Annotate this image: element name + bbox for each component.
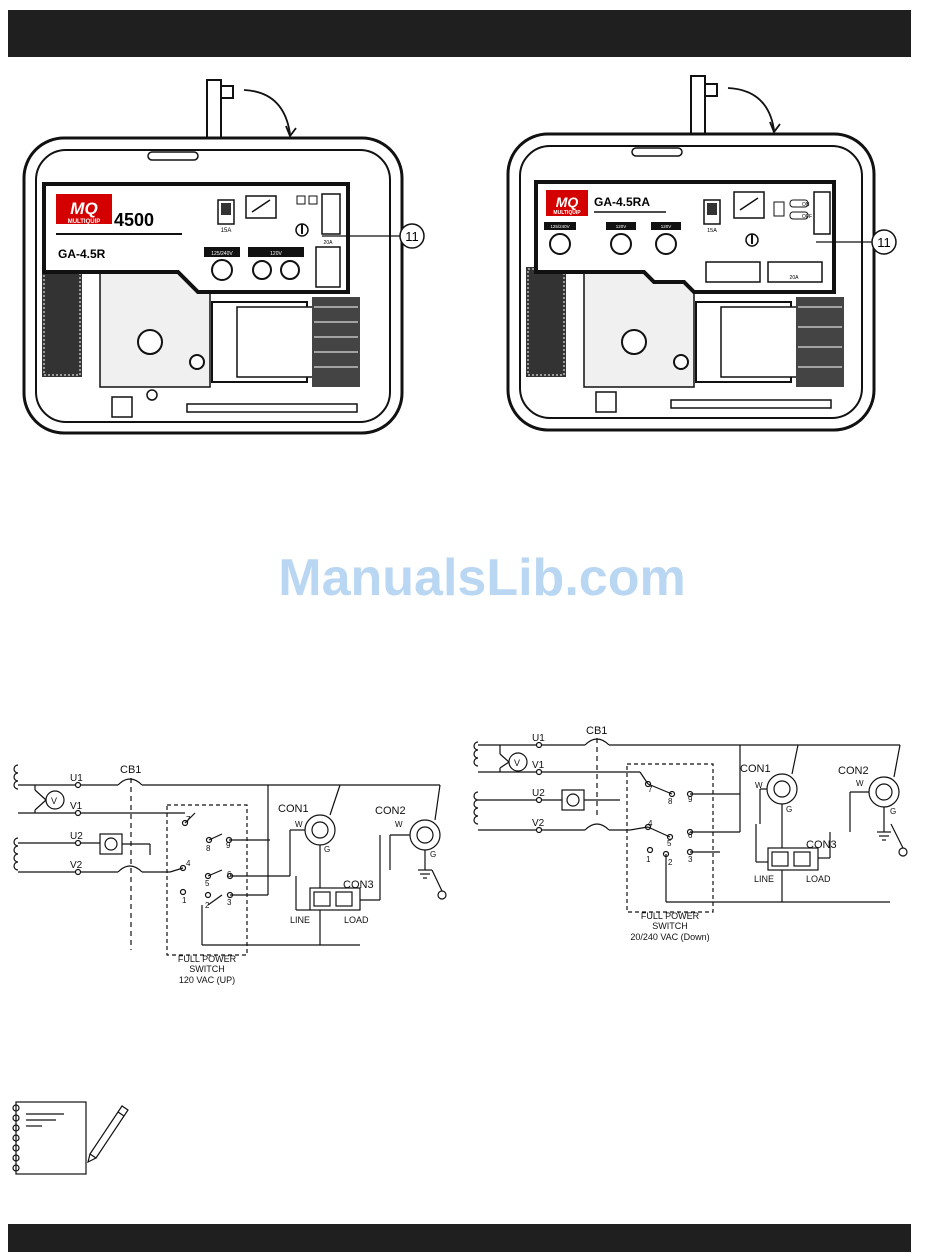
label-line-right: LINE bbox=[754, 874, 774, 884]
on-label-right: ON bbox=[802, 202, 810, 208]
breaker-label: 15A bbox=[221, 228, 232, 234]
terminal-9-left: 9 bbox=[226, 841, 231, 850]
terminal-5-right: 5 bbox=[667, 839, 672, 848]
label-con2-left: CON2 bbox=[375, 805, 406, 817]
callout-11-left: 11 bbox=[405, 229, 419, 244]
label-v1-right: V1 bbox=[532, 760, 545, 771]
terminal-8-left: 8 bbox=[206, 844, 211, 853]
label-u2-right: U2 bbox=[532, 788, 545, 799]
receptacle-a-label: 125/240V bbox=[211, 251, 233, 257]
brand-name-right: MULTIQUIP bbox=[553, 210, 581, 216]
terminal-5-left: 5 bbox=[205, 879, 210, 888]
model-name-label: GA-4.5R bbox=[58, 247, 106, 261]
receptacle-c-label-right: 120V bbox=[661, 224, 672, 229]
off-label-right: OFF bbox=[802, 214, 812, 220]
label-voltmeter-left: V bbox=[51, 796, 57, 806]
label-con2-g-right: G bbox=[890, 807, 896, 816]
label-con1-left: CON1 bbox=[278, 803, 309, 815]
switch-label-2-right: SWITCH bbox=[652, 921, 688, 931]
wiring-diagram-right: U1 V1 U2 V2 CB1 V CON1 W G CON2 W G CON3… bbox=[473, 725, 908, 942]
terminal-1-left: 1 bbox=[182, 896, 187, 905]
label-u1-right: U1 bbox=[532, 733, 545, 744]
terminal-4-right: 4 bbox=[648, 819, 653, 828]
label-voltmeter-right: V bbox=[514, 758, 520, 768]
brand-badge: MQ bbox=[70, 199, 97, 218]
label-v2-right: V2 bbox=[532, 818, 545, 829]
label-con2-w-right: W bbox=[856, 779, 864, 788]
generator-illustration-left: MQ MULTIQUIP 4500 GA-4.5R 15A 125/240V 1… bbox=[22, 79, 425, 435]
switch-label-3-left: 120 VAC (UP) bbox=[179, 975, 235, 985]
label-con1-g-right: G bbox=[786, 805, 792, 814]
switch-label-2-left: SWITCH bbox=[189, 964, 225, 974]
label-v1-left: V1 bbox=[70, 801, 83, 812]
notepad-pencil-icon bbox=[12, 1101, 129, 1175]
terminal-3-right: 3 bbox=[688, 855, 693, 864]
wiring-diagram-left: U1 V1 U2 V2 CB1 V CON1 W G CON2 W G CON3… bbox=[13, 764, 447, 985]
terminal-2-right: 2 bbox=[668, 858, 673, 867]
terminal-9-right: 9 bbox=[688, 795, 693, 804]
label-con2-g-left: G bbox=[430, 850, 436, 859]
callout-11-right: 11 bbox=[877, 235, 891, 250]
receptacle-a-label-right: 125/240V bbox=[550, 224, 569, 229]
terminal-7-left: 7 bbox=[186, 815, 191, 824]
amps-label-right: 20A bbox=[790, 275, 800, 281]
terminal-2-left: 2 bbox=[205, 901, 210, 910]
label-u2-left: U2 bbox=[70, 831, 83, 842]
label-con1-right: CON1 bbox=[740, 763, 771, 775]
label-line-left: LINE bbox=[290, 915, 310, 925]
watermark: ManualsLib.com bbox=[278, 549, 686, 607]
label-con2-right: CON2 bbox=[838, 765, 869, 777]
label-v2-left: V2 bbox=[70, 860, 83, 871]
model-name-label-right: GA-4.5RA bbox=[594, 195, 650, 209]
brand-name: MULTIQUIP bbox=[68, 219, 101, 225]
receptacle-b-label: 120V bbox=[270, 251, 282, 257]
switch-label-1-right: FULL POWER bbox=[641, 911, 700, 921]
label-con1-w-right: W bbox=[755, 781, 763, 790]
terminal-7-right: 7 bbox=[648, 785, 653, 794]
label-cb1-left: CB1 bbox=[120, 764, 141, 776]
model-number-label: 4500 bbox=[114, 210, 154, 230]
amps-label: 20A bbox=[324, 240, 334, 246]
terminal-6-right: 6 bbox=[688, 831, 693, 840]
label-con1-w-left: W bbox=[295, 820, 303, 829]
label-cb1-right: CB1 bbox=[586, 725, 607, 737]
brand-badge-right: MQ bbox=[556, 194, 579, 210]
terminal-8-right: 8 bbox=[668, 797, 673, 806]
label-con3-right: CON3 bbox=[806, 839, 837, 851]
switch-label-1-left: FULL POWER bbox=[178, 954, 237, 964]
label-u1-left: U1 bbox=[70, 773, 83, 784]
switch-label-3-right: 20/240 VAC (Down) bbox=[630, 932, 709, 942]
terminal-1-right: 1 bbox=[646, 855, 651, 864]
label-load-left: LOAD bbox=[344, 915, 369, 925]
receptacle-b-label-right: 120V bbox=[616, 224, 627, 229]
terminal-3-left: 3 bbox=[227, 898, 232, 907]
breaker-label-right: 15A bbox=[707, 228, 717, 234]
header-bar bbox=[8, 10, 911, 57]
terminal-4-left: 4 bbox=[186, 859, 191, 868]
label-con1-g-left: G bbox=[324, 845, 330, 854]
label-con3-left: CON3 bbox=[343, 879, 374, 891]
footer-bar bbox=[8, 1224, 911, 1252]
terminal-6-left: 6 bbox=[227, 870, 232, 879]
label-con2-w-left: W bbox=[395, 820, 403, 829]
label-load-right: LOAD bbox=[806, 874, 831, 884]
generator-illustration-right: MQ MULTIQUIP GA-4.5RA 125/240V 120V 120V… bbox=[506, 75, 897, 432]
